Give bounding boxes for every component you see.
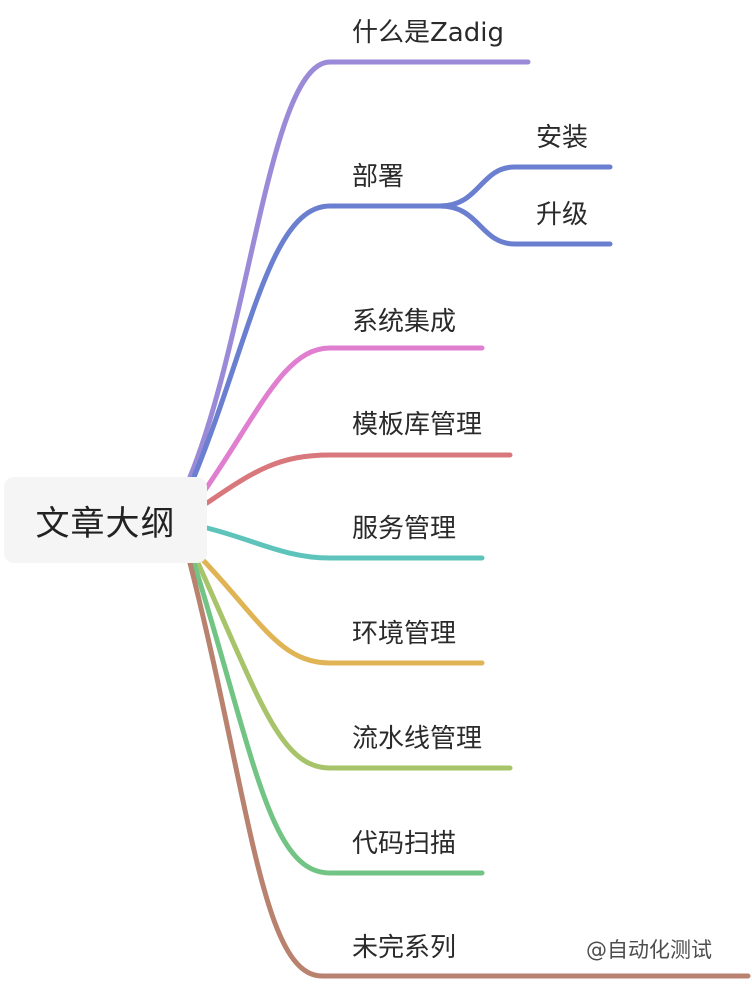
branch-line-env-management xyxy=(200,557,485,666)
root-node-label: 文章大纲 xyxy=(35,503,176,544)
branch-line-what-is-zadig xyxy=(187,59,531,480)
topic-service-management: 服务管理 xyxy=(352,514,457,544)
branch-line-code-scan xyxy=(191,560,485,876)
subtopic-upgrade: 升级 xyxy=(536,200,589,230)
branch-line-upgrade xyxy=(437,203,613,247)
topic-pipeline-management: 流水线管理 xyxy=(352,724,483,754)
branch-line-deploy xyxy=(191,203,443,480)
topic-deploy: 部署 xyxy=(352,162,405,192)
topic-unfinished-series: 未完系列 xyxy=(352,933,457,963)
topic-code-scan: 代码扫描 xyxy=(352,829,457,859)
branch-line-install xyxy=(437,164,613,209)
branch-line-template-library xyxy=(204,452,513,506)
branch-line-service-management xyxy=(204,525,485,561)
topic-system-integration: 系统集成 xyxy=(352,307,457,337)
subtopic-install: 安装 xyxy=(536,123,589,153)
branch-line-system-integration xyxy=(202,345,485,493)
topic-template-library: 模板库管理 xyxy=(352,410,483,440)
watermark-text: @自动化测试 xyxy=(586,938,712,962)
topic-env-management: 环境管理 xyxy=(352,619,457,649)
branch-line-pipeline-management xyxy=(195,560,513,771)
branch-line-unfinished-series xyxy=(187,560,751,979)
topic-what-is-zadig: 什么是Zadig xyxy=(352,18,504,48)
root-node: 文章大纲 xyxy=(4,477,207,563)
